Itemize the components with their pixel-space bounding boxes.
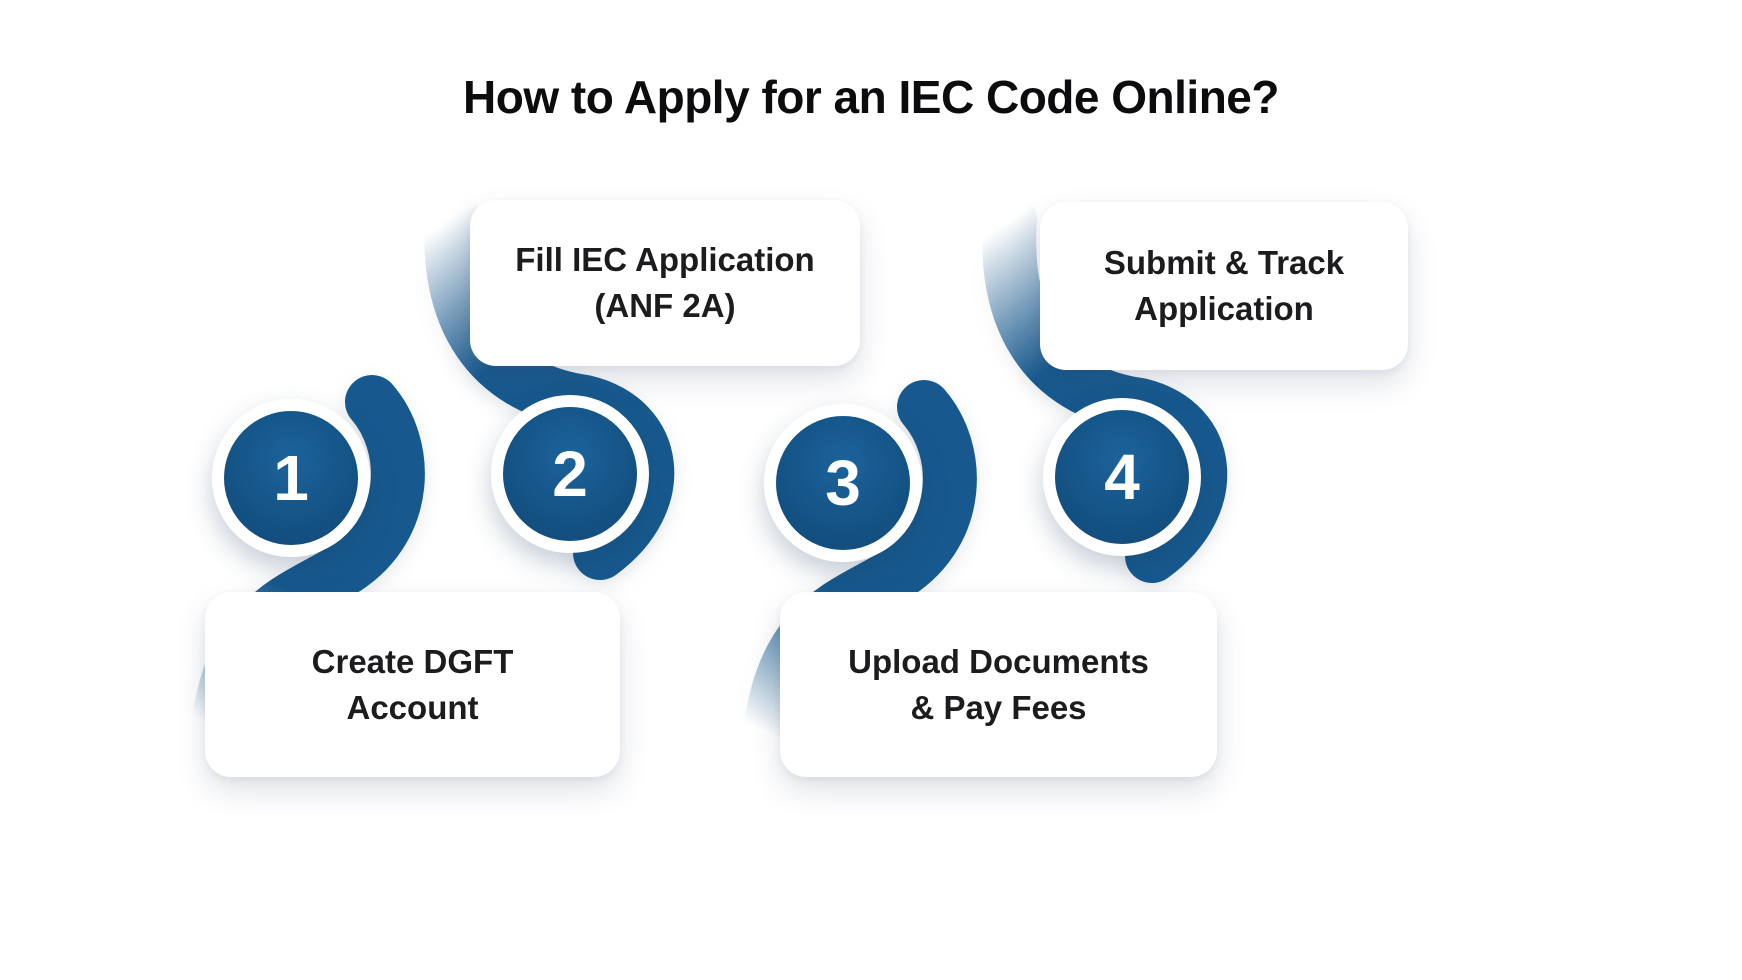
step-4-label: Submit & Track Application: [1104, 240, 1344, 331]
step-4-label-line-1: Submit & Track: [1103, 244, 1345, 282]
step-3-number: 3: [825, 447, 861, 519]
step-4-circle: 4: [1043, 398, 1201, 556]
step-3-label: Upload Documents & Pay Fees: [848, 639, 1149, 730]
step-3-label-line-2: & Pay Fees: [910, 688, 1087, 726]
step-1-circle: 1: [212, 399, 370, 557]
step-4-number: 4: [1104, 441, 1140, 513]
step-4-label-line-2: Application: [1134, 290, 1314, 327]
step-1-number: 1: [273, 442, 309, 514]
step-2-label: Fill IEC Application (ANF 2A): [515, 237, 814, 328]
step-1-label-line-1: Create DGFT: [311, 642, 514, 680]
step-4-card: Submit & Track Application: [1040, 202, 1408, 370]
step-3-card: Upload Documents & Pay Fees: [780, 592, 1217, 777]
step-2-card: Fill IEC Application (ANF 2A): [470, 200, 860, 366]
step-1-label-line-2: Account: [346, 688, 479, 726]
step-1-label: Create DGFT Account: [312, 639, 514, 730]
step-3-label-line-1: Upload Documents: [848, 642, 1149, 680]
step-2-label-line-2: (ANF 2A): [594, 287, 736, 324]
step-1-card: Create DGFT Account: [205, 592, 620, 777]
step-3-circle: 3: [764, 404, 922, 562]
step-2-number: 2: [552, 438, 588, 510]
page-title: How to Apply for an IEC Code Online?: [463, 71, 1279, 123]
step-2-label-line-1: Fill IEC Application: [515, 241, 815, 279]
step-2-circle: 2: [491, 395, 649, 553]
